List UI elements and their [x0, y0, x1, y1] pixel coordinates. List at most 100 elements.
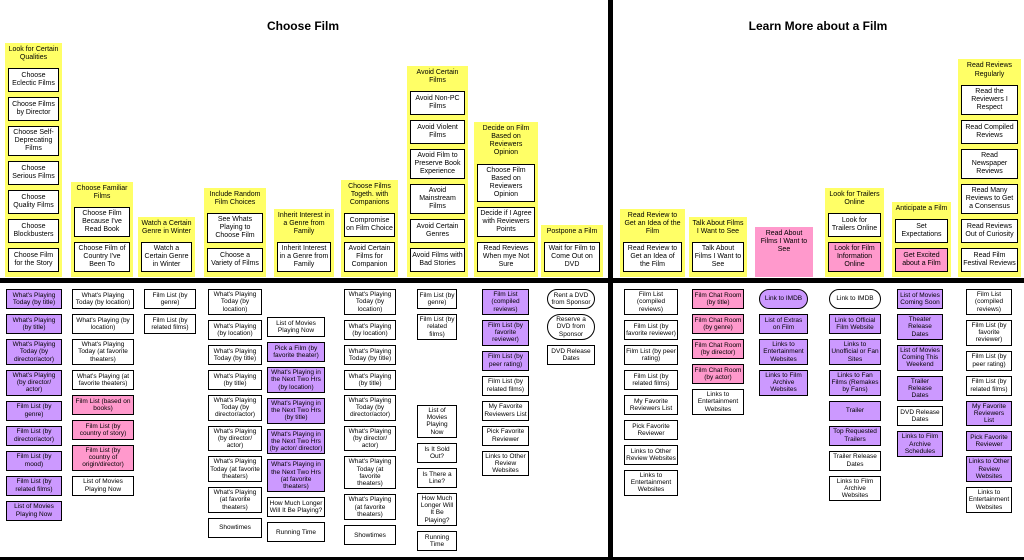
note-card[interactable]: Film List (by director/actor) — [6, 425, 62, 446]
note-card[interactable]: Links to Fan Films (Remakes by Fans) — [829, 369, 881, 396]
note-card[interactable]: Talk About Films I Want to See — [692, 241, 744, 272]
note-card[interactable]: What's Playing Today (by title) — [208, 344, 262, 365]
note-card[interactable]: List of Extras on Film — [759, 314, 808, 334]
note-card[interactable]: Read Reviews Out of Curiosity — [961, 219, 1018, 243]
note-card[interactable]: What's Playing Today (at favorite theate… — [208, 456, 262, 483]
note-card[interactable]: Read Review to Get an Idea of the Film — [623, 241, 682, 272]
note-card[interactable]: Choose Serious Films — [8, 161, 59, 185]
note-card[interactable]: List of Movies Playing Now — [417, 404, 457, 438]
note-card[interactable]: Decide if I Agree with Reviewers Points — [477, 206, 535, 237]
note-card[interactable]: Read Compiled Reviews — [961, 119, 1018, 144]
note-card[interactable]: Reserve a DVD from Sponsor — [547, 314, 595, 340]
note-card[interactable]: Film Chat Room (by genre) — [692, 314, 744, 334]
note-card[interactable]: Film List (by related films) — [624, 369, 678, 390]
note-card[interactable]: Film List (by favorite reviewer) — [482, 319, 529, 346]
note-card[interactable]: What's Playing Today (by director/actor) — [208, 394, 262, 421]
note-card[interactable]: What's Playing (at favorite theaters) — [344, 494, 396, 521]
note-card[interactable]: What's Playing Today (by director/actor) — [6, 339, 62, 365]
note-card[interactable]: Links to Entertainment Websites — [692, 389, 744, 415]
note-card[interactable]: Avoid Non-PC Films — [410, 90, 465, 115]
note-card[interactable]: Read the Reviewers I Respect — [961, 84, 1018, 115]
note-card[interactable]: Top Requested Trailers — [829, 425, 881, 446]
note-card[interactable]: Links to Entertainment Websites — [624, 469, 678, 496]
note-card[interactable]: My Favorite Reviewers List — [624, 394, 678, 415]
note-card[interactable]: Film List (by country of story) — [72, 419, 134, 440]
note-card[interactable]: Links to Film Archive Websites — [829, 475, 881, 502]
note-card[interactable]: Link to IMDB — [829, 289, 881, 309]
note-card[interactable]: Theater Release Dates — [897, 314, 943, 340]
note-card[interactable]: Choose Film Because I've Read Book — [74, 206, 130, 237]
note-card[interactable]: Choose Films by Director — [8, 96, 59, 121]
note-card[interactable]: Film Chat Room (by director) — [692, 339, 744, 359]
note-card[interactable]: Watch a Certain Genre in Winter — [141, 241, 192, 272]
note-card[interactable]: Read Newspaper Reviews — [961, 148, 1018, 179]
note-card[interactable]: List of Movies Coming Soon — [897, 289, 943, 309]
note-card[interactable]: See Whats Playing to Choose Film — [207, 212, 263, 243]
note-card[interactable]: Choose a Variety of Films — [207, 248, 263, 272]
note-card[interactable]: Choose Film Based on Reviewers Opinion — [477, 163, 535, 202]
note-card[interactable]: Choose Blockbusters — [8, 219, 59, 243]
note-card[interactable]: Read Reviews When mye Not Sure — [477, 241, 535, 272]
note-card[interactable]: List of Movies Playing Now — [267, 317, 325, 337]
note-card[interactable]: Film List (by peer rating) — [966, 350, 1012, 371]
note-card[interactable]: Choose Film for the Story — [8, 248, 59, 272]
note-card[interactable]: What's Playing Today (by location) — [344, 289, 396, 315]
note-card[interactable]: Film List (by related films) — [966, 375, 1012, 396]
note-card[interactable]: Showtimes — [208, 517, 262, 538]
note-card[interactable]: Links to Other Review Websites — [482, 450, 529, 477]
note-card[interactable]: Film List (by related films) — [417, 314, 457, 340]
note-card[interactable]: Look for Trailers Online — [828, 212, 881, 237]
note-card[interactable]: Links to Other Review Websites — [624, 444, 678, 465]
note-card[interactable]: Links to Unofficial or Fan Sites — [829, 339, 881, 365]
note-card[interactable]: List of Movies Coming This Weekend — [897, 344, 943, 371]
note-card[interactable]: Compromise on Film Choice — [344, 212, 395, 237]
note-card[interactable]: What's Playing Today (at favorite theate… — [344, 456, 396, 490]
note-card[interactable]: Inherit Interest in a Genre from Family — [277, 241, 331, 272]
note-card[interactable]: DVD Release Dates — [897, 406, 943, 427]
note-card[interactable]: Read Many Reviews to Get a Consensus — [961, 183, 1018, 214]
note-card[interactable]: What's Playing in the Next Two Hrs (at f… — [267, 459, 325, 493]
note-card[interactable]: Avoid Violent Films — [410, 119, 465, 144]
note-card[interactable]: Avoid Certain Films for Companion — [344, 241, 395, 272]
note-card[interactable]: Film List (compiled reviews) — [482, 289, 529, 315]
note-card[interactable]: Pick Favorite Reviewer — [482, 425, 529, 446]
note-card[interactable]: What's Playing Today (by title) — [344, 344, 396, 365]
note-card[interactable]: List of Movies Playing Now — [72, 475, 134, 496]
note-card[interactable]: What's Playing (by location) — [72, 314, 134, 334]
note-card[interactable]: Trailer — [829, 400, 881, 421]
note-card[interactable]: What's Playing in the Next Two Hrs (by l… — [267, 367, 325, 393]
note-card[interactable]: What's Playing in the Next Two Hrs (by a… — [267, 428, 325, 455]
note-card[interactable]: What's Playing Today (by location) — [72, 289, 134, 309]
note-card[interactable]: Film List (by related films) — [144, 314, 196, 334]
note-card[interactable]: Film List (compiled reviews) — [966, 289, 1012, 315]
note-card[interactable]: Is There a Line? — [417, 467, 457, 488]
note-card[interactable]: Is It Sold Out? — [417, 442, 457, 463]
note-card[interactable]: Film List (by peer rating) — [624, 344, 678, 365]
note-card[interactable]: Choose Self-Deprecating Films — [8, 125, 59, 156]
note-card[interactable]: Links to Film Archive Websites — [759, 369, 808, 396]
note-card[interactable]: Film List (compiled reviews) — [624, 289, 678, 315]
note-card[interactable]: What's Playing (by director/ actor) — [344, 425, 396, 452]
note-card[interactable]: Trailer Release Dates — [897, 375, 943, 402]
note-card[interactable]: Film Chat Room (by title) — [692, 289, 744, 309]
note-card[interactable]: DVD Release Dates — [547, 344, 595, 365]
note-card[interactable]: Trailer Release Dates — [829, 450, 881, 471]
note-card[interactable]: Running Time — [267, 522, 325, 543]
note-card[interactable]: Avoid Film to Preserve Book Experience — [410, 148, 465, 179]
note-card[interactable]: Film List (by favorite reviewer) — [624, 319, 678, 340]
note-card[interactable]: What's Playing (by location) — [344, 319, 396, 340]
note-card[interactable]: Pick Favorite Reviewer — [966, 431, 1012, 452]
note-card[interactable]: Set Expectations — [895, 219, 948, 243]
note-card[interactable]: Link to IMDB — [759, 289, 808, 309]
note-card[interactable]: What's Playing (by director/ actor) — [6, 369, 62, 396]
note-card[interactable]: How Much Longer Will It Be Playing? — [417, 492, 457, 526]
note-card[interactable]: Avoid Mainstream Films — [410, 183, 465, 214]
note-card[interactable]: Film List (by mood) — [6, 450, 62, 471]
